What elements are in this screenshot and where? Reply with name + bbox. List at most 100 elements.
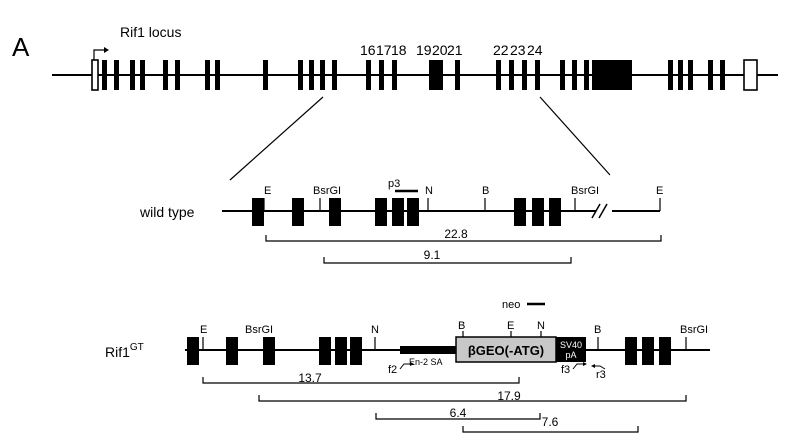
- bgeo-cassette: [455, 336, 557, 363]
- en2-sa-bar: [400, 346, 456, 354]
- exon: [130, 60, 135, 90]
- zoom-line-left: [229, 96, 324, 181]
- primer-f2-label: f2: [388, 364, 397, 376]
- exon-utr: [743, 59, 758, 91]
- zoom-line-right: [539, 96, 611, 176]
- locus-title: Rif1 locus: [120, 24, 181, 40]
- site-ecori: E: [507, 320, 514, 332]
- fragment-label: 17.9: [497, 389, 521, 403]
- site-n: N: [425, 185, 433, 197]
- en2-sa-label: En-2 SA: [409, 357, 443, 367]
- exon: [335, 337, 347, 365]
- site-ecori: E: [200, 324, 207, 336]
- exon: [535, 60, 540, 90]
- exon: [252, 198, 264, 226]
- exon: [114, 60, 119, 90]
- transcription-start-arrow-icon: [93, 47, 109, 60]
- gene-trap-exons: [187, 337, 671, 365]
- exon-number-23: 23: [510, 42, 526, 58]
- site-n: N: [537, 320, 545, 332]
- exon: [496, 60, 501, 90]
- exon: [263, 60, 268, 90]
- exon-number-24: 24: [527, 42, 543, 58]
- fragment-label: 6.4: [450, 406, 467, 420]
- break-mark-icon: [591, 203, 608, 219]
- gene-trap-label: Rif1GT: [105, 342, 144, 360]
- site-b: B: [482, 185, 489, 197]
- primer-r3-arrow-icon: [591, 364, 606, 370]
- exon: [309, 60, 314, 90]
- probe-label: p3: [388, 178, 400, 190]
- fragment-label: 9.1: [424, 248, 441, 262]
- exon: [584, 60, 589, 90]
- exon-large: [592, 60, 632, 90]
- wild-type-label: wild type: [139, 204, 195, 220]
- exon-number-16: 16: [360, 42, 376, 58]
- site-b: B: [594, 324, 601, 336]
- exon: [572, 60, 577, 90]
- exon: [319, 337, 331, 365]
- exon: [429, 60, 443, 90]
- exon: [392, 198, 404, 226]
- exon: [187, 337, 199, 365]
- wild-type-site-ticks: [263, 198, 661, 211]
- exon: [720, 60, 725, 90]
- fragment-label: 13.7: [298, 371, 322, 385]
- wild-type-exons: [252, 198, 561, 226]
- exon: [140, 60, 145, 90]
- neo-label: neo: [502, 299, 520, 311]
- sv40-label: SV40: [560, 340, 582, 350]
- exon: [532, 198, 544, 226]
- exon-number-17: 17: [376, 42, 392, 58]
- panel-letter: A: [12, 32, 30, 62]
- exon: [514, 198, 526, 226]
- exon: [392, 60, 397, 90]
- exon: [668, 60, 673, 90]
- exon: [163, 60, 168, 90]
- exon: [350, 337, 362, 365]
- exon: [509, 60, 514, 90]
- exon: [215, 60, 220, 90]
- site-bsrgi: BsrGI: [245, 324, 273, 336]
- exon: [329, 198, 341, 226]
- exon: [659, 337, 671, 365]
- exon: [205, 60, 210, 90]
- site-bsrgi: BsrGI: [680, 324, 708, 336]
- exon: [560, 60, 565, 90]
- fragment-7-6: [462, 426, 639, 433]
- exon: [455, 60, 460, 90]
- exon-number-22: 22: [493, 42, 509, 58]
- fragment-label: 22.8: [444, 227, 468, 241]
- site-ecori: E: [264, 185, 271, 197]
- fragment-13-7: [202, 377, 520, 384]
- site-b: B: [458, 320, 465, 332]
- pa-label: pA: [565, 350, 576, 360]
- exon: [375, 198, 387, 226]
- exon: [102, 60, 107, 90]
- primer-f3-arrow-icon: [572, 362, 587, 370]
- exon: [298, 60, 303, 90]
- fragment-label: 7.6: [542, 415, 559, 429]
- exon: [708, 60, 713, 90]
- exon: [625, 337, 637, 365]
- exon: [522, 60, 527, 90]
- sv40-pa-box: [556, 337, 586, 362]
- primer-f3-label: f3: [561, 364, 570, 376]
- site-ecori: E: [656, 185, 663, 197]
- site-bsrgi: BsrGI: [313, 185, 341, 197]
- fragment-17-9: [258, 395, 687, 402]
- locus-exons: [91, 59, 758, 91]
- exon: [292, 198, 304, 226]
- fragment-9-1: [323, 257, 572, 264]
- exon: [175, 60, 180, 90]
- exon: [642, 337, 654, 365]
- exon: [366, 60, 371, 90]
- exon: [407, 198, 419, 226]
- exon-number-20: 20: [432, 42, 448, 58]
- fragment-22-8: [265, 235, 662, 242]
- site-n: N: [371, 324, 379, 336]
- primer-f2-arrow-icon: [399, 362, 414, 370]
- exon-number-18: 18: [391, 42, 407, 58]
- exon: [688, 60, 693, 90]
